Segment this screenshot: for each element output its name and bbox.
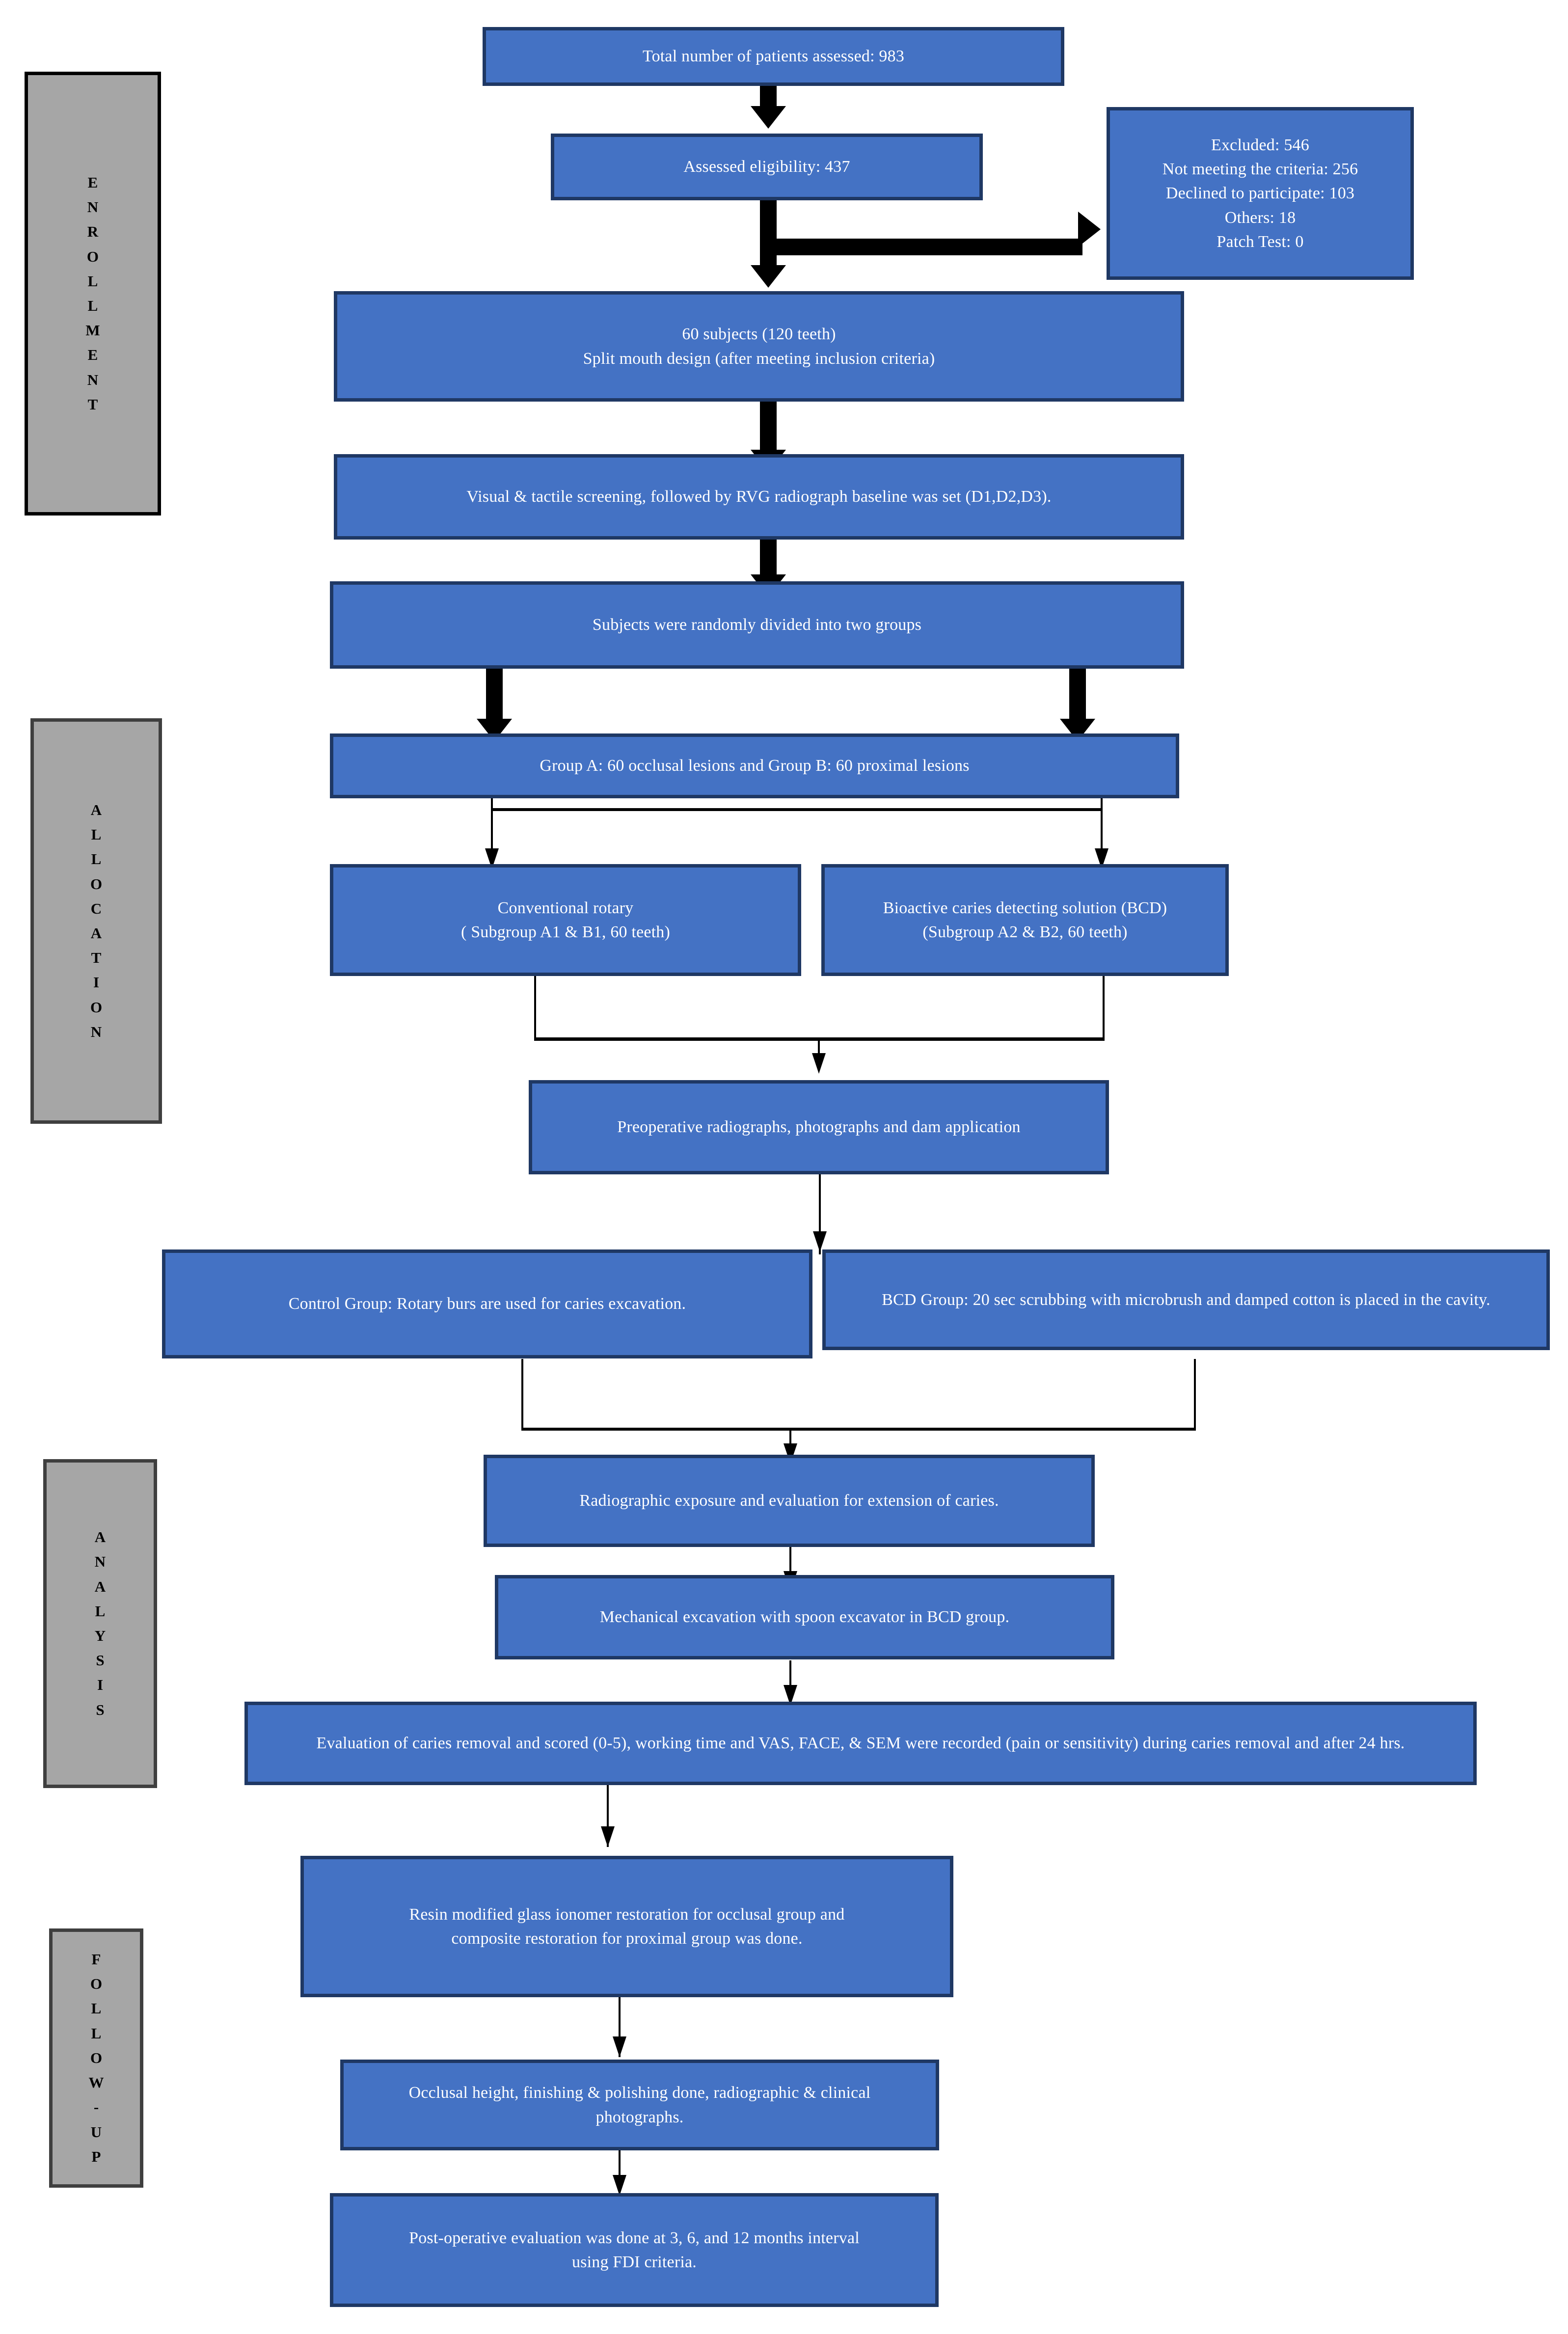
connector-merge-to-radio bbox=[789, 1428, 791, 1458]
node-evaluation-scored-text: Evaluation of caries removal and scored … bbox=[316, 1734, 1405, 1753]
arrowhead-eligibility-to-split bbox=[751, 265, 786, 288]
node-finishing-text: Occlusal height, finishing & polishing d… bbox=[408, 2084, 871, 2126]
node-screening-text: Visual & tactile screening, followed by … bbox=[466, 488, 1052, 506]
connector-mech-to-eval bbox=[789, 1660, 791, 1706]
connector-groups-bridge bbox=[491, 808, 1103, 811]
arrowhead-preop-split bbox=[813, 1231, 827, 1252]
connector-randomized-left bbox=[486, 668, 503, 724]
arrowhead-merge-to-preop bbox=[812, 1053, 826, 1074]
connector-finishing-to-postop bbox=[619, 2146, 621, 2195]
node-assessed-eligibility-text: Assessed eligibility: 437 bbox=[683, 158, 850, 176]
arrowhead-total-to-eligibility bbox=[751, 106, 786, 129]
node-assessed-eligibility[interactable]: Assessed eligibility: 437 bbox=[551, 134, 983, 200]
node-conventional-rotary[interactable]: Conventional rotary ( Subgroup A1 & B1, … bbox=[330, 864, 801, 976]
node-restoration-text: Resin modified glass ionomer restoration… bbox=[409, 1905, 845, 1948]
connector-bcd-down bbox=[1103, 974, 1105, 1040]
node-radiographic-exposure[interactable]: Radiographic exposure and evaluation for… bbox=[484, 1455, 1095, 1547]
node-postoperative[interactable]: Post-operative evaluation was done at 3,… bbox=[330, 2193, 939, 2307]
node-screening[interactable]: Visual & tactile screening, followed by … bbox=[334, 454, 1184, 540]
connector-radio-to-mech bbox=[789, 1547, 791, 1592]
node-subjects-split-text: 60 subjects (120 teeth) Split mouth desi… bbox=[583, 325, 935, 368]
node-mechanical-excavation-text: Mechanical excavation with spoon excavat… bbox=[599, 1608, 1010, 1627]
node-mechanical-excavation[interactable]: Mechanical excavation with spoon excavat… bbox=[495, 1575, 1114, 1659]
connector-eval-to-restoration bbox=[607, 1783, 609, 1847]
node-preoperative-text: Preoperative radiographs, photographs an… bbox=[617, 1118, 1021, 1137]
node-bcd-solution[interactable]: Bioactive caries detecting solution (BCD… bbox=[821, 864, 1229, 976]
node-preoperative[interactable]: Preoperative radiographs, photographs an… bbox=[529, 1080, 1109, 1174]
connector-groups-right-stub bbox=[1101, 795, 1103, 869]
connector-restoration-to-finishing bbox=[619, 1994, 621, 2057]
node-bcd-group-text: BCD Group: 20 sec scrubbing with microbr… bbox=[882, 1290, 1490, 1309]
node-bcd-solution-text: Bioactive caries detecting solution (BCD… bbox=[883, 898, 1167, 941]
connector-control-down bbox=[521, 1359, 523, 1430]
node-control-group[interactable]: Control Group: Rotary burs are used for … bbox=[162, 1249, 812, 1358]
connector-bcdgroup-down bbox=[1194, 1359, 1196, 1430]
connector-rotary-down bbox=[534, 974, 536, 1040]
connector-split-to-screening bbox=[760, 401, 777, 455]
node-conventional-rotary-text: Conventional rotary ( Subgroup A1 & B1, … bbox=[460, 898, 671, 941]
connector-total-to-eligibility bbox=[760, 84, 777, 109]
node-subjects-split[interactable]: 60 subjects (120 teeth) Split mouth desi… bbox=[334, 291, 1184, 402]
node-bcd-group[interactable]: BCD Group: 20 sec scrubbing with microbr… bbox=[822, 1249, 1550, 1350]
node-excluded[interactable]: Excluded: 546 Not meeting the criteria: … bbox=[1107, 107, 1414, 280]
node-evaluation-scored[interactable]: Evaluation of caries removal and scored … bbox=[244, 1702, 1477, 1785]
connector-screening-to-randomized bbox=[760, 538, 777, 579]
node-total-assessed-text: Total number of patients assessed: 983 bbox=[642, 47, 905, 66]
arrowhead-finishing-to-postop bbox=[613, 2175, 626, 2196]
connector-merge-to-preop bbox=[818, 1037, 820, 1063]
node-randomized[interactable]: Subjects were randomly divided into two … bbox=[330, 581, 1184, 669]
node-randomized-text: Subjects were randomly divided into two … bbox=[592, 616, 922, 634]
connector-eligibility-to-split bbox=[760, 198, 777, 270]
node-radiographic-exposure-text: Radiographic exposure and evaluation for… bbox=[579, 1492, 999, 1510]
node-groups-ab[interactable]: Group A: 60 occlusal lesions and Group B… bbox=[330, 733, 1179, 798]
connector-treat-merge bbox=[521, 1428, 1196, 1431]
connector-preop-down bbox=[819, 1173, 821, 1254]
node-finishing[interactable]: Occlusal height, finishing & polishing d… bbox=[340, 2060, 939, 2150]
arrowhead-eligibility-to-excluded bbox=[1078, 212, 1101, 247]
connector-eligibility-to-excluded bbox=[768, 239, 1082, 255]
node-excluded-text: Excluded: 546 Not meeting the criteria: … bbox=[1162, 136, 1358, 251]
arrowhead-restoration-to-finishing bbox=[613, 2036, 626, 2057]
node-postoperative-text: Post-operative evaluation was done at 3,… bbox=[409, 2228, 860, 2271]
node-control-group-text: Control Group: Rotary burs are used for … bbox=[288, 1295, 686, 1313]
node-total-assessed[interactable]: Total number of patients assessed: 983 bbox=[483, 27, 1064, 86]
connector-randomized-right bbox=[1069, 668, 1086, 724]
connector-groups-left-stub bbox=[491, 795, 493, 869]
arrowhead-eval-to-restoration bbox=[601, 1826, 615, 1847]
node-restoration[interactable]: Resin modified glass ionomer restoration… bbox=[300, 1856, 953, 1997]
node-groups-ab-text: Group A: 60 occlusal lesions and Group B… bbox=[540, 757, 970, 775]
